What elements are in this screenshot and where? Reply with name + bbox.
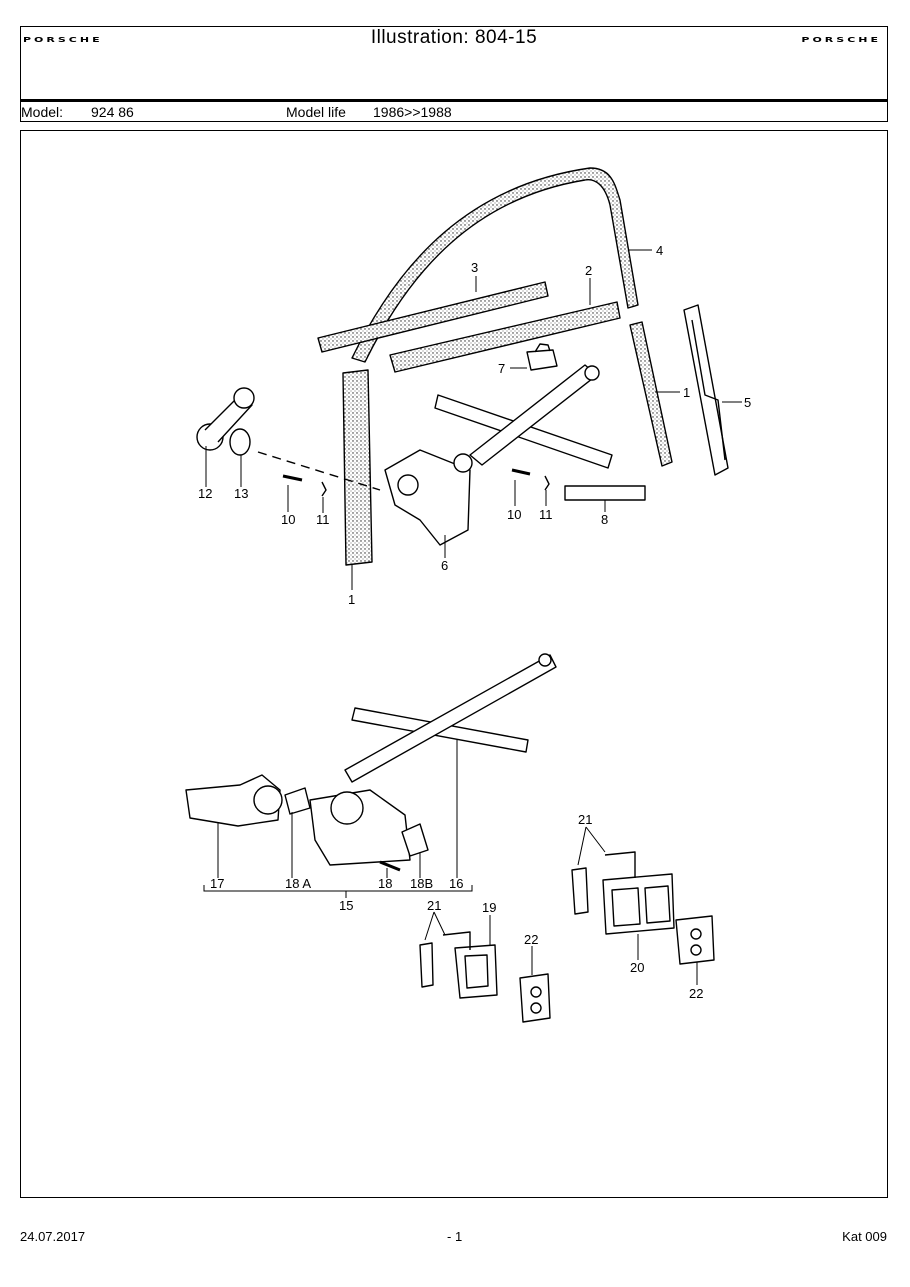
callout-11-right: 11 [539, 507, 553, 522]
callout-8: 8 [601, 512, 608, 527]
callout-5: 5 [744, 395, 751, 410]
model-life-value: 1986>>1988 [373, 104, 452, 120]
callout-12: 12 [198, 486, 212, 501]
model-life-label: Model life [286, 104, 346, 120]
callout-17: 17 [210, 876, 224, 891]
callout-6: 6 [441, 558, 448, 573]
diagram-frame [20, 130, 888, 1198]
porsche-logo-right: PORSCHE [801, 36, 881, 44]
bracket-18a [284, 787, 311, 815]
window-channel-left [342, 369, 373, 566]
callout-18b: 18B [410, 876, 433, 891]
model-label: Model: [21, 104, 64, 120]
regulator-plate [384, 449, 471, 546]
footer-catalog: Kat 009 [842, 1229, 887, 1244]
crank-escutcheon [229, 428, 251, 456]
footer-date: 24.07.2017 [20, 1229, 86, 1244]
callout-4: 4 [656, 243, 663, 258]
window-frame-seal [351, 167, 639, 363]
callout-1-right: 1 [683, 385, 690, 400]
callout-2: 2 [585, 263, 592, 278]
header: PORSCHE Illustration: 804-15 PORSCHE Mod… [20, 26, 888, 122]
callout-10-right: 10 [507, 507, 521, 522]
callout-16: 16 [449, 876, 463, 891]
callout-21-right: 21 [578, 812, 592, 827]
callout-20: 20 [630, 960, 644, 975]
bracket-18b [401, 823, 429, 857]
callout-7: 7 [498, 361, 505, 376]
callout-1-left: 1 [348, 592, 355, 607]
callout-18: 18 [378, 876, 392, 891]
power-regulator-arm-b [344, 654, 557, 783]
page-title: Illustration: 804-15 [370, 27, 538, 48]
switch-22-left [519, 973, 551, 1023]
callout-22-left: 22 [524, 932, 538, 947]
callout-18a: 18 A [285, 876, 311, 891]
callout-13: 13 [234, 486, 248, 501]
guide-bracket [683, 304, 729, 476]
callout-15: 15 [339, 898, 353, 913]
switch-frame-19 [454, 944, 498, 999]
callout-21-left: 21 [427, 898, 441, 913]
clip [526, 343, 558, 371]
callout-3: 3 [471, 260, 478, 275]
callout-10-left: 10 [281, 512, 295, 527]
guide-rail-2 [389, 301, 621, 373]
callout-19: 19 [482, 900, 496, 915]
model-value: 924 86 [91, 104, 134, 120]
guide-rail-3 [317, 281, 549, 353]
switch-22-right [675, 915, 715, 965]
callout-22-right: 22 [689, 986, 703, 1001]
switch-clip-left [419, 942, 434, 988]
window-channel-right [629, 321, 673, 467]
model-bar: Model: 924 86 Model life 1986>>1988 [21, 99, 887, 123]
switch-clip-right [571, 867, 589, 915]
footer-page: - 1 [447, 1229, 463, 1244]
slide-plate [564, 485, 646, 501]
porsche-logo-left: PORSCHE [23, 36, 103, 44]
callout-11-left: 11 [316, 512, 330, 527]
